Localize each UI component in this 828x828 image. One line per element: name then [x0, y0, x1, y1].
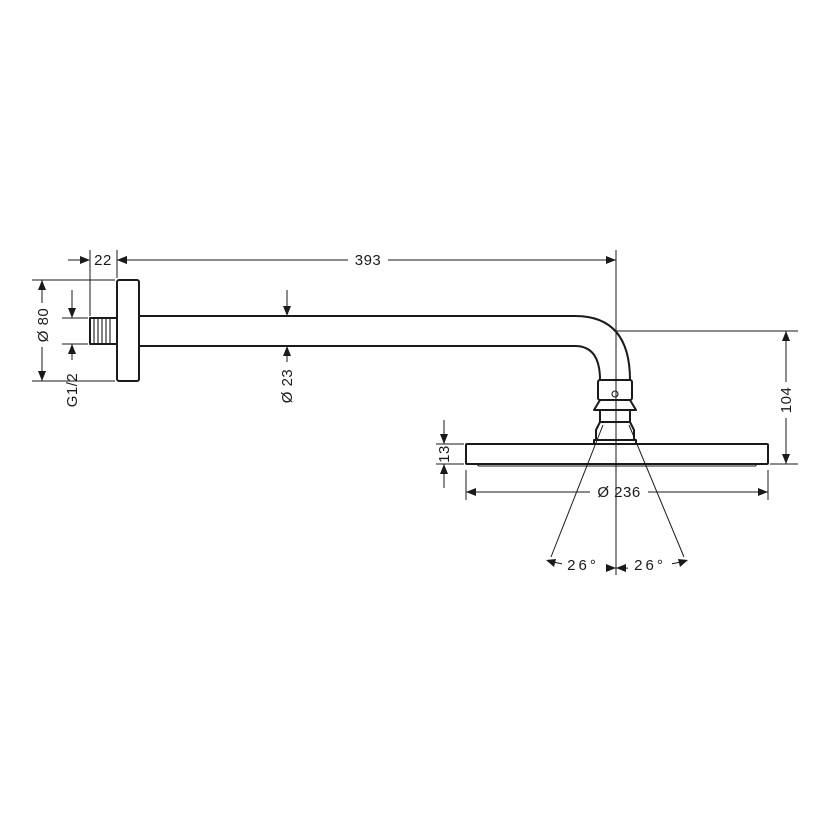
wall-flange — [116, 279, 140, 382]
dim-angle-right: 26° — [615, 556, 688, 574]
dim-arm-diameter-label: Ø 23 — [279, 369, 296, 404]
dim-393-label: 393 — [355, 252, 382, 269]
dim-thread: G1/2 — [64, 290, 81, 407]
dim-angle-left: 26° — [546, 556, 617, 574]
dim-flange-diameter: Ø 80 — [33, 280, 52, 381]
swivel-joint — [593, 379, 637, 445]
dim-arm-diameter: Ø 23 — [279, 290, 296, 403]
dim-22-label: 22 — [94, 252, 112, 269]
dim-head-diameter-label: Ø 236 — [597, 484, 640, 501]
dim-arm-length: 393 — [117, 250, 616, 269]
dim-drop-height: 104 — [777, 331, 795, 464]
dim-angle-left-label: 26° — [567, 557, 599, 574]
dim-head-diameter: Ø 236 — [466, 482, 768, 501]
shower-head — [465, 443, 769, 467]
thread-connector — [89, 317, 118, 345]
dim-thread-label: G1/2 — [64, 373, 81, 408]
dim-flange-diameter-label: Ø 80 — [35, 308, 52, 343]
dim-head-thickness: 13 — [436, 420, 453, 488]
shower-arm — [138, 315, 631, 381]
dim-104-label: 104 — [778, 387, 795, 414]
dim-13-label: 13 — [436, 445, 453, 463]
dim-angle-right-label: 26° — [634, 557, 666, 574]
extension-lines — [32, 250, 798, 500]
spray-angle-lines — [550, 420, 685, 575]
